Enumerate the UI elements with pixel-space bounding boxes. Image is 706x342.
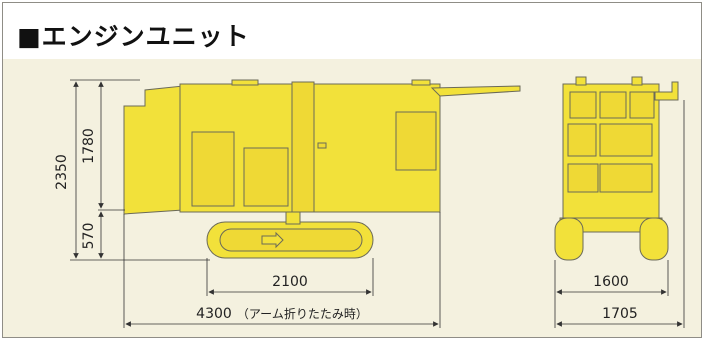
dimension-lines	[70, 79, 685, 328]
side-door-left	[191, 131, 235, 207]
dim-height-lower: 570	[81, 223, 97, 250]
dim-height-total: 2350	[54, 154, 70, 190]
dim-total-length: 4300	[196, 306, 232, 322]
dim-height-upper: 1780	[81, 128, 97, 164]
side-view	[123, 79, 521, 259]
side-grille	[395, 111, 437, 171]
side-column	[291, 81, 315, 213]
front-track-left	[554, 217, 584, 261]
side-front-block	[123, 85, 184, 215]
front-pipe	[654, 81, 679, 101]
dim-total-width: 1705	[602, 306, 638, 322]
dim-track-length: 2100	[272, 274, 308, 290]
dim-total-length-note: （アーム折りたたみ時）	[237, 306, 368, 321]
side-arm	[430, 85, 521, 97]
title-bar: ■エンジンユニット	[3, 3, 701, 59]
side-door-middle	[243, 147, 289, 207]
svg-text:4300 （アーム折りたたみ時）: 4300 （アーム折りたたみ時）	[196, 303, 368, 322]
front-track-right	[639, 217, 669, 261]
dim-track-width: 1600	[593, 274, 629, 290]
page-title: ■エンジンユニット	[17, 22, 250, 51]
front-view	[554, 76, 679, 261]
